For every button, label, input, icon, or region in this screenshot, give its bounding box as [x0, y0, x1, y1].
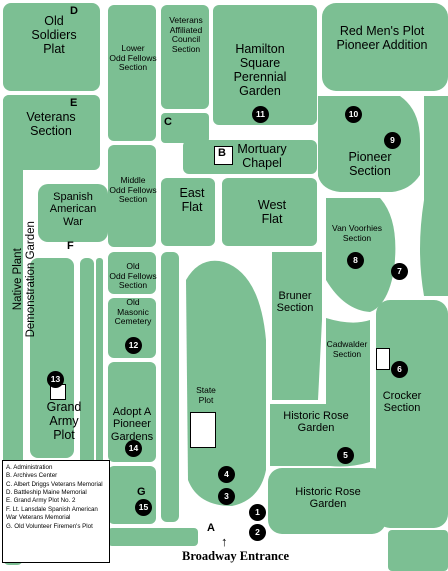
label-old-soldiers-plat: Old Soldiers Plat [31, 14, 77, 56]
letter-b: B [218, 147, 226, 159]
block-adopt-a-pioneer [108, 362, 156, 462]
label-old-masonic: Old Masonic Cemetery [114, 297, 152, 327]
marker-4: 4 [218, 466, 235, 483]
block-spanish-american-war [38, 184, 108, 242]
legend-item: War Veterans Memorial [6, 514, 71, 522]
label-mortuary-chapel: Mortuary Chapel [237, 142, 287, 170]
block-hamilton-square [213, 5, 317, 125]
marker-8: 8 [347, 252, 364, 269]
block-strip-a [80, 258, 94, 488]
legend-item: C. Albert Driggs Veterans Memorial [6, 480, 103, 488]
letter-c: C [164, 116, 172, 128]
letter-g: G [137, 486, 146, 498]
legend-item: G. Old Volunteer Firemen's Plot [6, 522, 93, 530]
marker-1: 1 [249, 504, 266, 521]
label-cadwalder-section: Cadwalder Section [326, 339, 368, 359]
up-arrow-icon: ↑ [221, 534, 228, 549]
marker-11: 11 [252, 106, 269, 123]
block-historic-rose-lower [268, 468, 386, 534]
label-grand-army-plot: Grand Army Plot [46, 400, 82, 442]
marker-14: 14 [125, 440, 142, 457]
block-native-plant [3, 95, 23, 565]
marker-10: 10 [345, 106, 362, 123]
label-native-plant-garden: Native Plant Demonstration Garden [11, 221, 37, 338]
letter-d: D [70, 5, 78, 17]
label-bruner-section: Bruner Section [276, 290, 314, 315]
crocker-plot-square [376, 348, 390, 370]
marker-2: 2 [249, 524, 266, 541]
block-bottom-right [388, 530, 448, 571]
marker-12: 12 [125, 337, 142, 354]
letter-e: E [70, 97, 78, 109]
legend-item: A. Administration [6, 464, 53, 471]
block-red-mens [322, 3, 448, 91]
block-grand-army [30, 258, 74, 458]
marker-13: 13 [47, 371, 64, 388]
block-old-soldiers [3, 3, 100, 91]
label-crocker-section: Crocker Section [382, 390, 422, 415]
block-old-odd-fellows [108, 252, 156, 294]
label-historic-rose-garden-lower: Historic Rose Garden [295, 486, 361, 511]
block-veterans [3, 95, 100, 170]
block-old-masonic [108, 298, 156, 358]
block-g-plot [108, 466, 156, 524]
block-crocker [376, 300, 448, 528]
label-middle-odd-fellows: Middle Odd Fellows Section [109, 175, 157, 205]
legend: A. Administration B. Archives Center C. … [2, 460, 110, 563]
block-middle-odd-fellows [108, 145, 156, 247]
marker-9: 9 [384, 132, 401, 149]
archives-square [214, 146, 233, 165]
label-old-odd-fellows: Old Odd Fellows Section [109, 261, 157, 291]
block-veterans-council [161, 5, 209, 109]
block-lower-odd-fellows [108, 5, 156, 141]
label-lower-odd-fellows: Lower Odd Fellows Section [109, 43, 157, 73]
label-red-mens-plot: Red Men's Plot Pioneer Addition [336, 24, 428, 52]
block-c-strip [161, 113, 209, 143]
label-adopt-a-pioneer: Adopt A Pioneer Gardens [110, 406, 154, 443]
block-bruner [272, 252, 322, 400]
legend-item: B. Archives Center [6, 472, 58, 480]
marker-3: 3 [218, 488, 235, 505]
block-pioneer [318, 96, 420, 192]
block-east-flat [161, 178, 215, 246]
label-pioneer-section: Pioneer Section [348, 150, 392, 178]
block-right-edge [420, 96, 448, 296]
label-veterans-section: Veterans Section [26, 110, 76, 138]
marker-6: 6 [391, 361, 408, 378]
label-van-voorhies: Van Voorhies Section [332, 223, 382, 243]
label-historic-rose-garden-upper: Historic Rose Garden [283, 410, 349, 435]
block-west-flat [222, 178, 317, 246]
label-hamilton-square: Hamilton Square Perennial Garden [233, 42, 287, 98]
letter-f: F [67, 240, 74, 252]
broadway-entrance-label: Broadway Entrance [182, 549, 290, 563]
legend-item: E. Grand Army Plot No. 2 [6, 497, 76, 505]
label-east-flat: East Flat [179, 186, 205, 214]
legend-item: F. Lt. Lansdale Spanish American [6, 505, 98, 513]
letter-a: A [207, 522, 215, 534]
marker-15: 15 [135, 499, 152, 516]
marker-5: 5 [337, 447, 354, 464]
label-spanish-american-war: Spanish American War [49, 191, 97, 228]
block-strip-b [96, 258, 103, 488]
label-veterans-affiliated-council: Veterans Affiliated Council Section [169, 15, 203, 54]
block-left-oval-strip [161, 252, 179, 522]
block-lower-left-strip [108, 528, 198, 546]
label-west-flat: West Flat [257, 198, 287, 226]
legend-item: D. Battleship Maine Memorial [6, 489, 87, 497]
marker-7: 7 [391, 263, 408, 280]
label-state-plot: State Plot [196, 385, 216, 405]
state-plot-square [190, 412, 216, 448]
